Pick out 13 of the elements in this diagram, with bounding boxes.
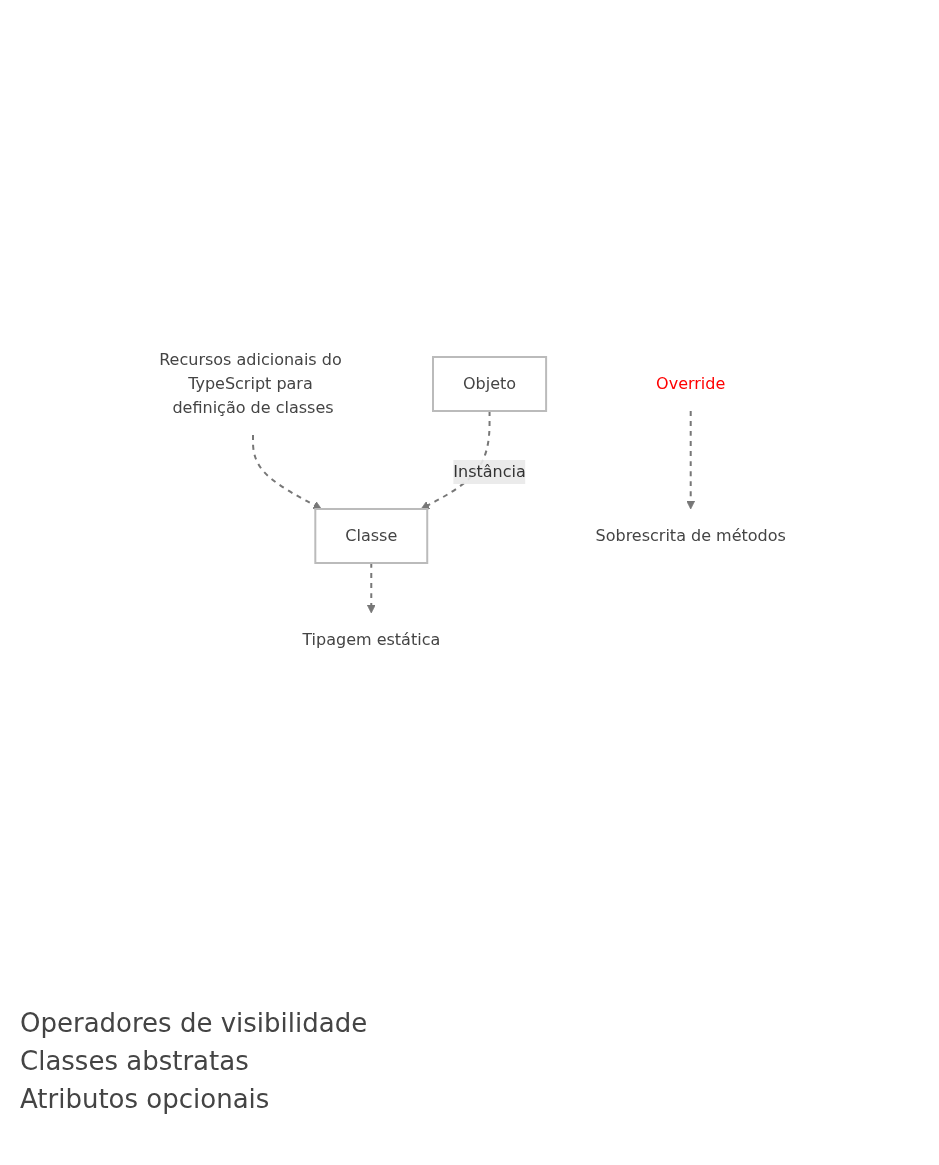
node-text: Tipagem estática (302, 629, 441, 649)
list-item-text: Classes abstratas (20, 1046, 250, 1076)
arrow (686, 410, 696, 510)
node-text: Recursos adicionais do TypeScript para definição de classes (159, 350, 342, 417)
arrow (366, 562, 376, 614)
list-item-text: Atributos opcionais (20, 1084, 271, 1114)
edge-label: Instância (453, 461, 526, 481)
arrow (252, 434, 322, 510)
node-text: Override (656, 374, 726, 393)
node-box: Classe (314, 508, 429, 564)
node-text: Sobrescrita de métodos (595, 525, 786, 545)
node-box: Objeto (432, 356, 548, 412)
list-item-text: Operadores de visibilidade (20, 1008, 369, 1038)
